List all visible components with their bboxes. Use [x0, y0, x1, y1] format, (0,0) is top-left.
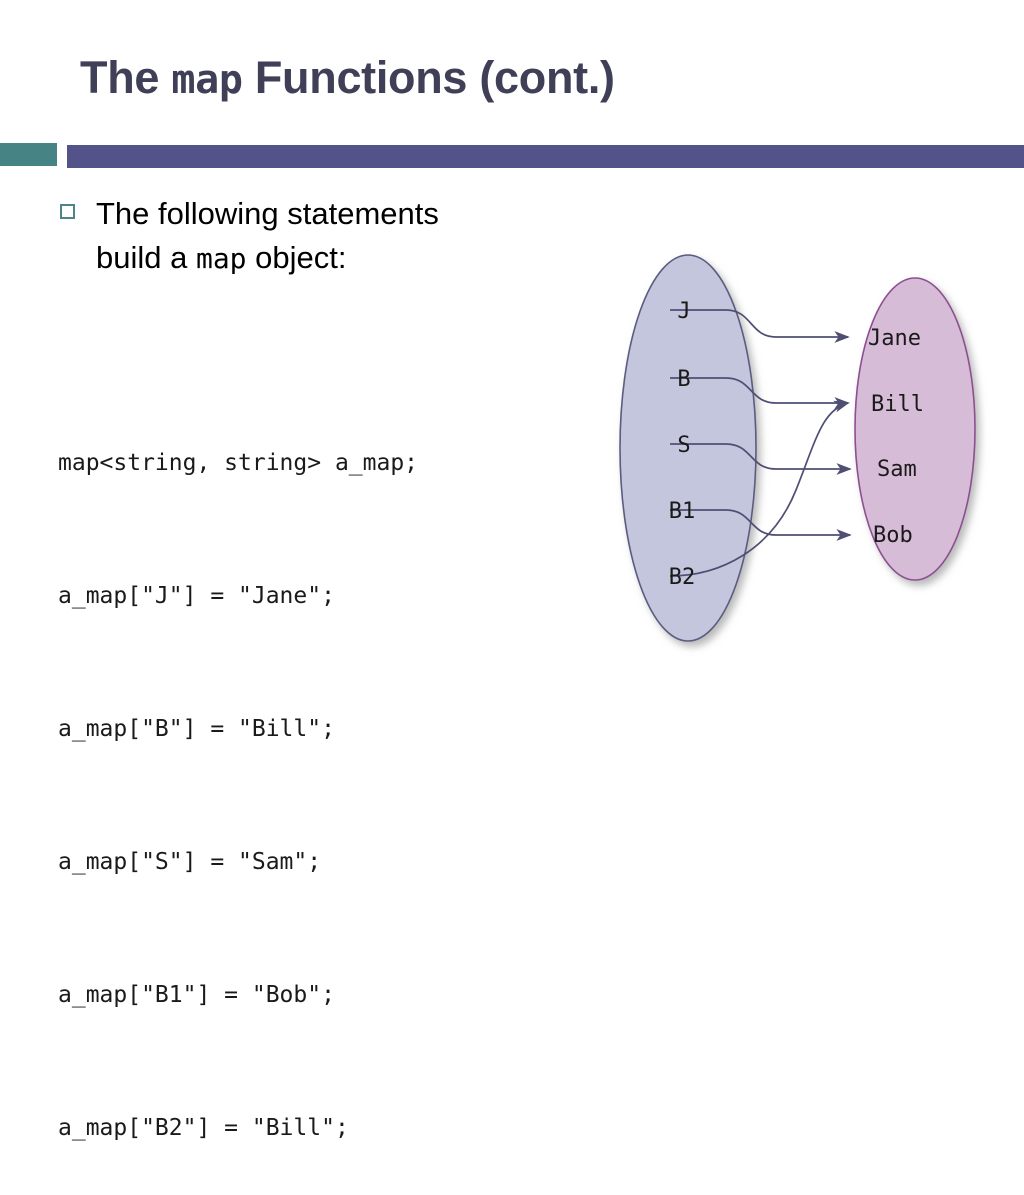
code-line: map<string, string> a_map;	[58, 449, 419, 476]
title-suffix: Functions (cont.)	[242, 52, 615, 103]
code-line: a_map["B1"] = "Bob";	[58, 982, 335, 1009]
bullet-line-2-before: build a	[96, 240, 196, 276]
arrow-b2-to-bill	[669, 400, 850, 577]
list-item: The following statements build a map obje…	[60, 192, 580, 280]
value-label: Sam	[877, 457, 917, 482]
title-prefix: The	[80, 52, 172, 103]
key-label: S	[677, 433, 690, 458]
key-label: B1	[669, 499, 696, 524]
bullet-line-2-after: object:	[246, 240, 347, 276]
value-label: Bob	[873, 523, 913, 548]
title-rule-bar	[67, 145, 1024, 168]
key-label: J	[677, 299, 690, 324]
bullet-text: The following statements build a map obje…	[96, 192, 439, 280]
code-line: a_map["S"] = "Sam";	[58, 849, 322, 876]
arrow-b1-to-bob	[670, 509, 852, 541]
keys-ellipse	[619, 254, 757, 642]
arrow-s-to-sam	[670, 443, 852, 475]
page-title: The map Functions (cont.)	[80, 52, 615, 104]
value-label: Bill	[871, 392, 924, 417]
arrow-j-to-jane	[670, 309, 850, 343]
code-block: map<string, string> a_map; a_map["J"] = …	[58, 352, 418, 1195]
code-line: a_map["B"] = "Bill";	[58, 716, 335, 742]
value-label: Jane	[868, 326, 921, 351]
arrow-b-to-bill	[670, 377, 850, 409]
code-line: a_map["J"] = "Jane";	[58, 582, 335, 609]
title-mono-keyword: map	[171, 57, 243, 103]
key-label: B2	[669, 565, 696, 590]
bullet-mono-keyword: map	[195, 242, 247, 276]
bullet-line-1: The following statements	[96, 196, 439, 231]
map-diagram: J B S B1 B2 Jane Bill Sam Bob	[600, 240, 1010, 660]
square-bullet-icon	[60, 204, 75, 219]
values-ellipse	[854, 277, 976, 581]
key-label: B	[677, 367, 690, 392]
code-line: a_map["B2"] = "Bill";	[58, 1115, 349, 1142]
bullet-block: The following statements build a map obje…	[60, 192, 580, 280]
title-accent-block	[0, 143, 57, 166]
